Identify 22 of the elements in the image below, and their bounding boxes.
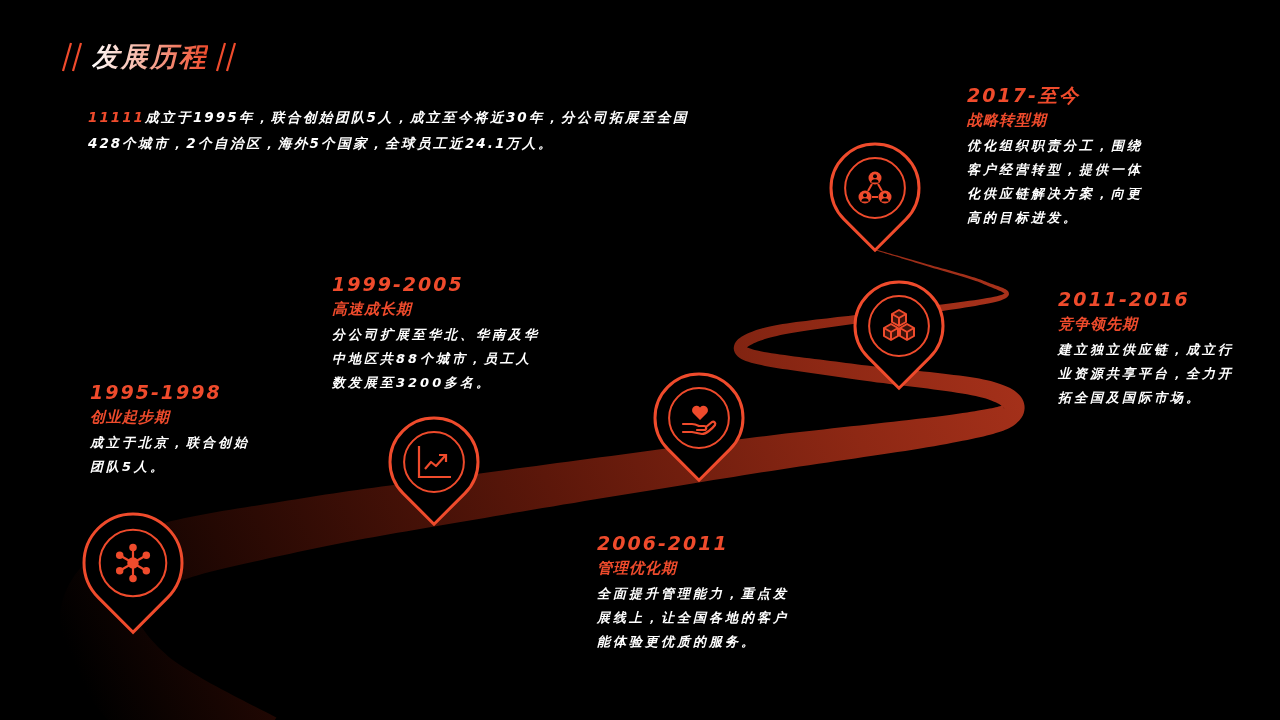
description: 成立于北京，联合创始团队5人。 xyxy=(90,434,251,476)
year-range: 2006-2011 xyxy=(597,531,729,555)
page-title: 发展历程 xyxy=(92,41,208,73)
year-range: 1995-1998 xyxy=(90,380,222,404)
phase-title: 竞争领先期 xyxy=(1058,314,1138,335)
intro-paragraph: 11111成立于1995年，联合创始团队5人，成立至今将近30年，分公司拓展至全国428个城市，2个自治区，海外5个国家，全球员工近24.1万人。 xyxy=(88,108,690,153)
year-range: 2017-至今 xyxy=(967,83,1080,107)
phase-title: 管理优化期 xyxy=(597,558,677,579)
location-pin xyxy=(652,371,746,484)
phase-title: 创业起步期 xyxy=(90,407,170,428)
phase-title: 战略转型期 xyxy=(967,110,1047,131)
year-range: 1999-2005 xyxy=(332,272,464,296)
location-pin xyxy=(81,511,185,636)
location-pin xyxy=(852,279,946,392)
description: 建立独立供应链，成立行业资源共享平台，全力开拓全国及国际市场。 xyxy=(1058,341,1235,407)
location-pin xyxy=(828,141,922,254)
description: 全面提升管理能力，重点发展线上，让全国各地的客户能体验更优质的服务。 xyxy=(597,585,790,651)
year-range: 2011-2016 xyxy=(1058,287,1190,311)
phase-title: 高速成长期 xyxy=(332,299,412,320)
location-pin xyxy=(387,415,481,528)
description: 分公司扩展至华北、华南及华中地区共88个城市，员工人数发展至3200多名。 xyxy=(332,326,541,392)
description: 优化组织职责分工，围绕客户经营转型，提供一体化供应链解决方案，向更高的目标进发。 xyxy=(967,137,1144,227)
